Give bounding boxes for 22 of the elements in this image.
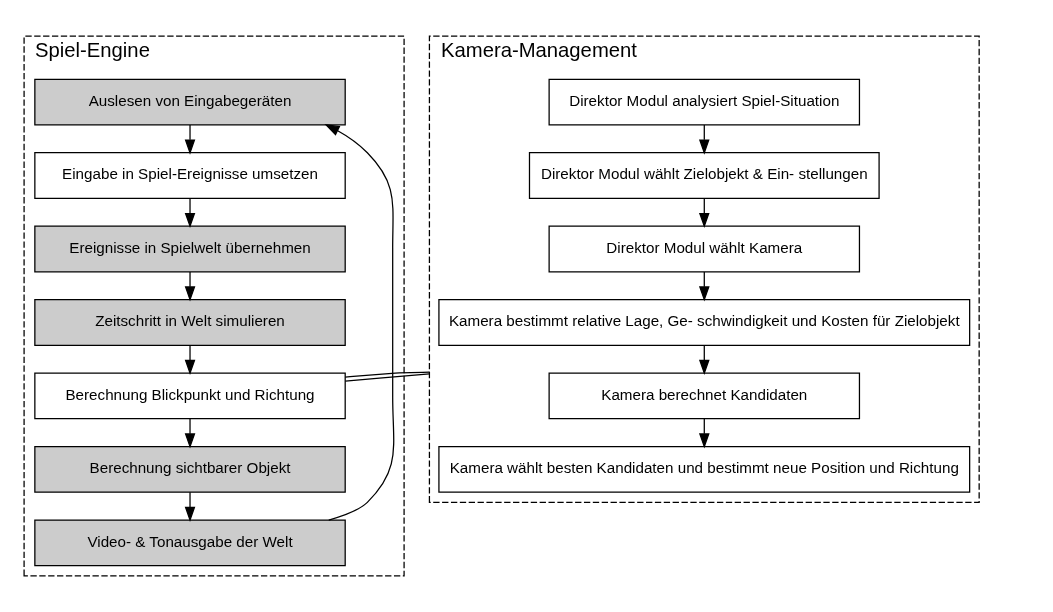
node-box: Video- & Tonausgabe der Welt <box>34 519 346 567</box>
node-box: Ereignisse in Spielwelt übernehmen <box>34 225 346 273</box>
arrow <box>184 271 196 302</box>
arrow <box>184 491 196 522</box>
node-box: Kamera wählt besten Kandidaten und bestimmt neue Position und Richtung <box>438 445 971 493</box>
arrow <box>184 124 196 155</box>
connector <box>344 373 431 382</box>
node-box: Kamera bestimmt relative Lage, Ge- schwindigkeit und Kosten für Zielobjekt <box>438 299 971 346</box>
arrow <box>184 418 196 449</box>
node-box: Eingabe in Spiel-Ereignisse umsetzen <box>34 152 346 199</box>
node-box: Direktor Modul analysiert Spiel-Situation <box>548 78 861 126</box>
node-box: Direktor Modul wählt Zielobjekt & Ein- stellungen <box>528 152 880 199</box>
arrow <box>324 124 395 521</box>
node-box: Berechnung Blickpunkt und Richtung <box>34 372 346 420</box>
connector <box>344 371 431 378</box>
arrow <box>184 197 196 229</box>
node-box: Berechnung sichtbarer Objekt <box>34 445 346 493</box>
node-box: Kamera berechnet Kandidaten <box>548 372 861 420</box>
arrow <box>184 344 196 376</box>
node-box: Auslesen von Eingabegeräten <box>34 78 346 126</box>
node-box: Direktor Modul wählt Kamera <box>548 225 861 273</box>
node-box: Zeitschritt in Welt simulieren <box>34 299 346 346</box>
